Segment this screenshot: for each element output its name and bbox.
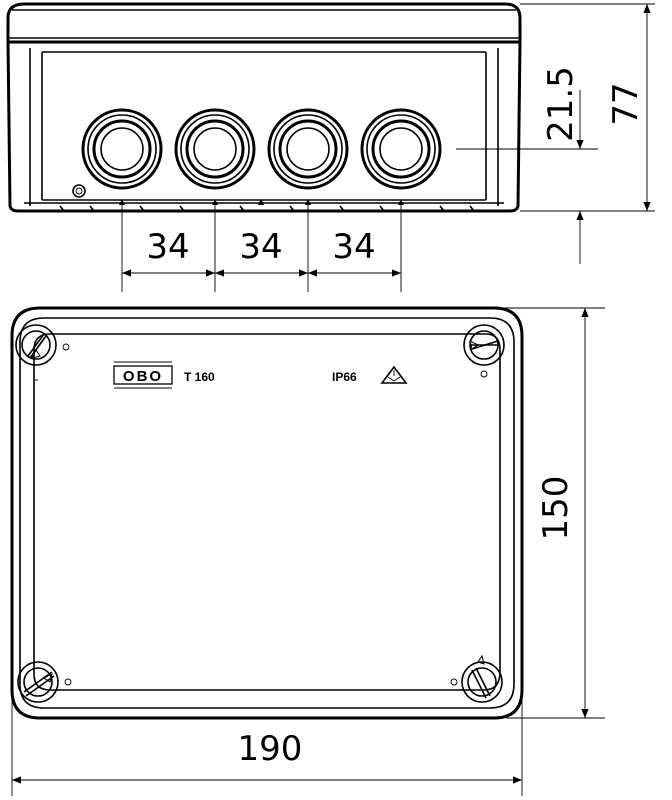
dim-spacing-3: 34 [332,227,375,267]
dim-entry-height: 21.5 [541,66,581,142]
dim-depth: 150 [536,476,576,541]
side-view: 34 34 34 21.5 77 [6,2,655,292]
certification-icon [380,365,408,384]
dim-height: 77 [606,82,646,125]
svg-text:OBO: OBO [123,368,163,385]
depth-dimension: 150 [492,307,605,719]
cable-entry-3 [267,108,349,190]
ip-rating-label: IP66 [332,370,357,384]
screw-top-left [15,324,70,366]
dim-width: 190 [238,729,303,769]
screw-top-right [463,324,505,378]
cable-entry-4 [360,108,442,190]
screw-bottom-right [450,654,503,703]
lid-outline [10,306,524,720]
obo-logo: OBO [113,361,173,389]
dim-spacing-1: 34 [146,227,189,267]
width-dimension: 190 [11,700,523,796]
screw-bottom-left [17,661,72,703]
cable-entry-1 [81,108,163,190]
spacing-dimension: 34 34 34 [119,199,404,292]
cable-entry-2 [174,108,256,190]
model-label: T 160 [184,370,215,384]
height-dimension: 21.5 77 [456,3,655,264]
top-view: OBO T 160 IP66 150 190 [10,306,605,796]
box-body-side [6,2,522,213]
dim-spacing-2: 34 [239,227,282,267]
